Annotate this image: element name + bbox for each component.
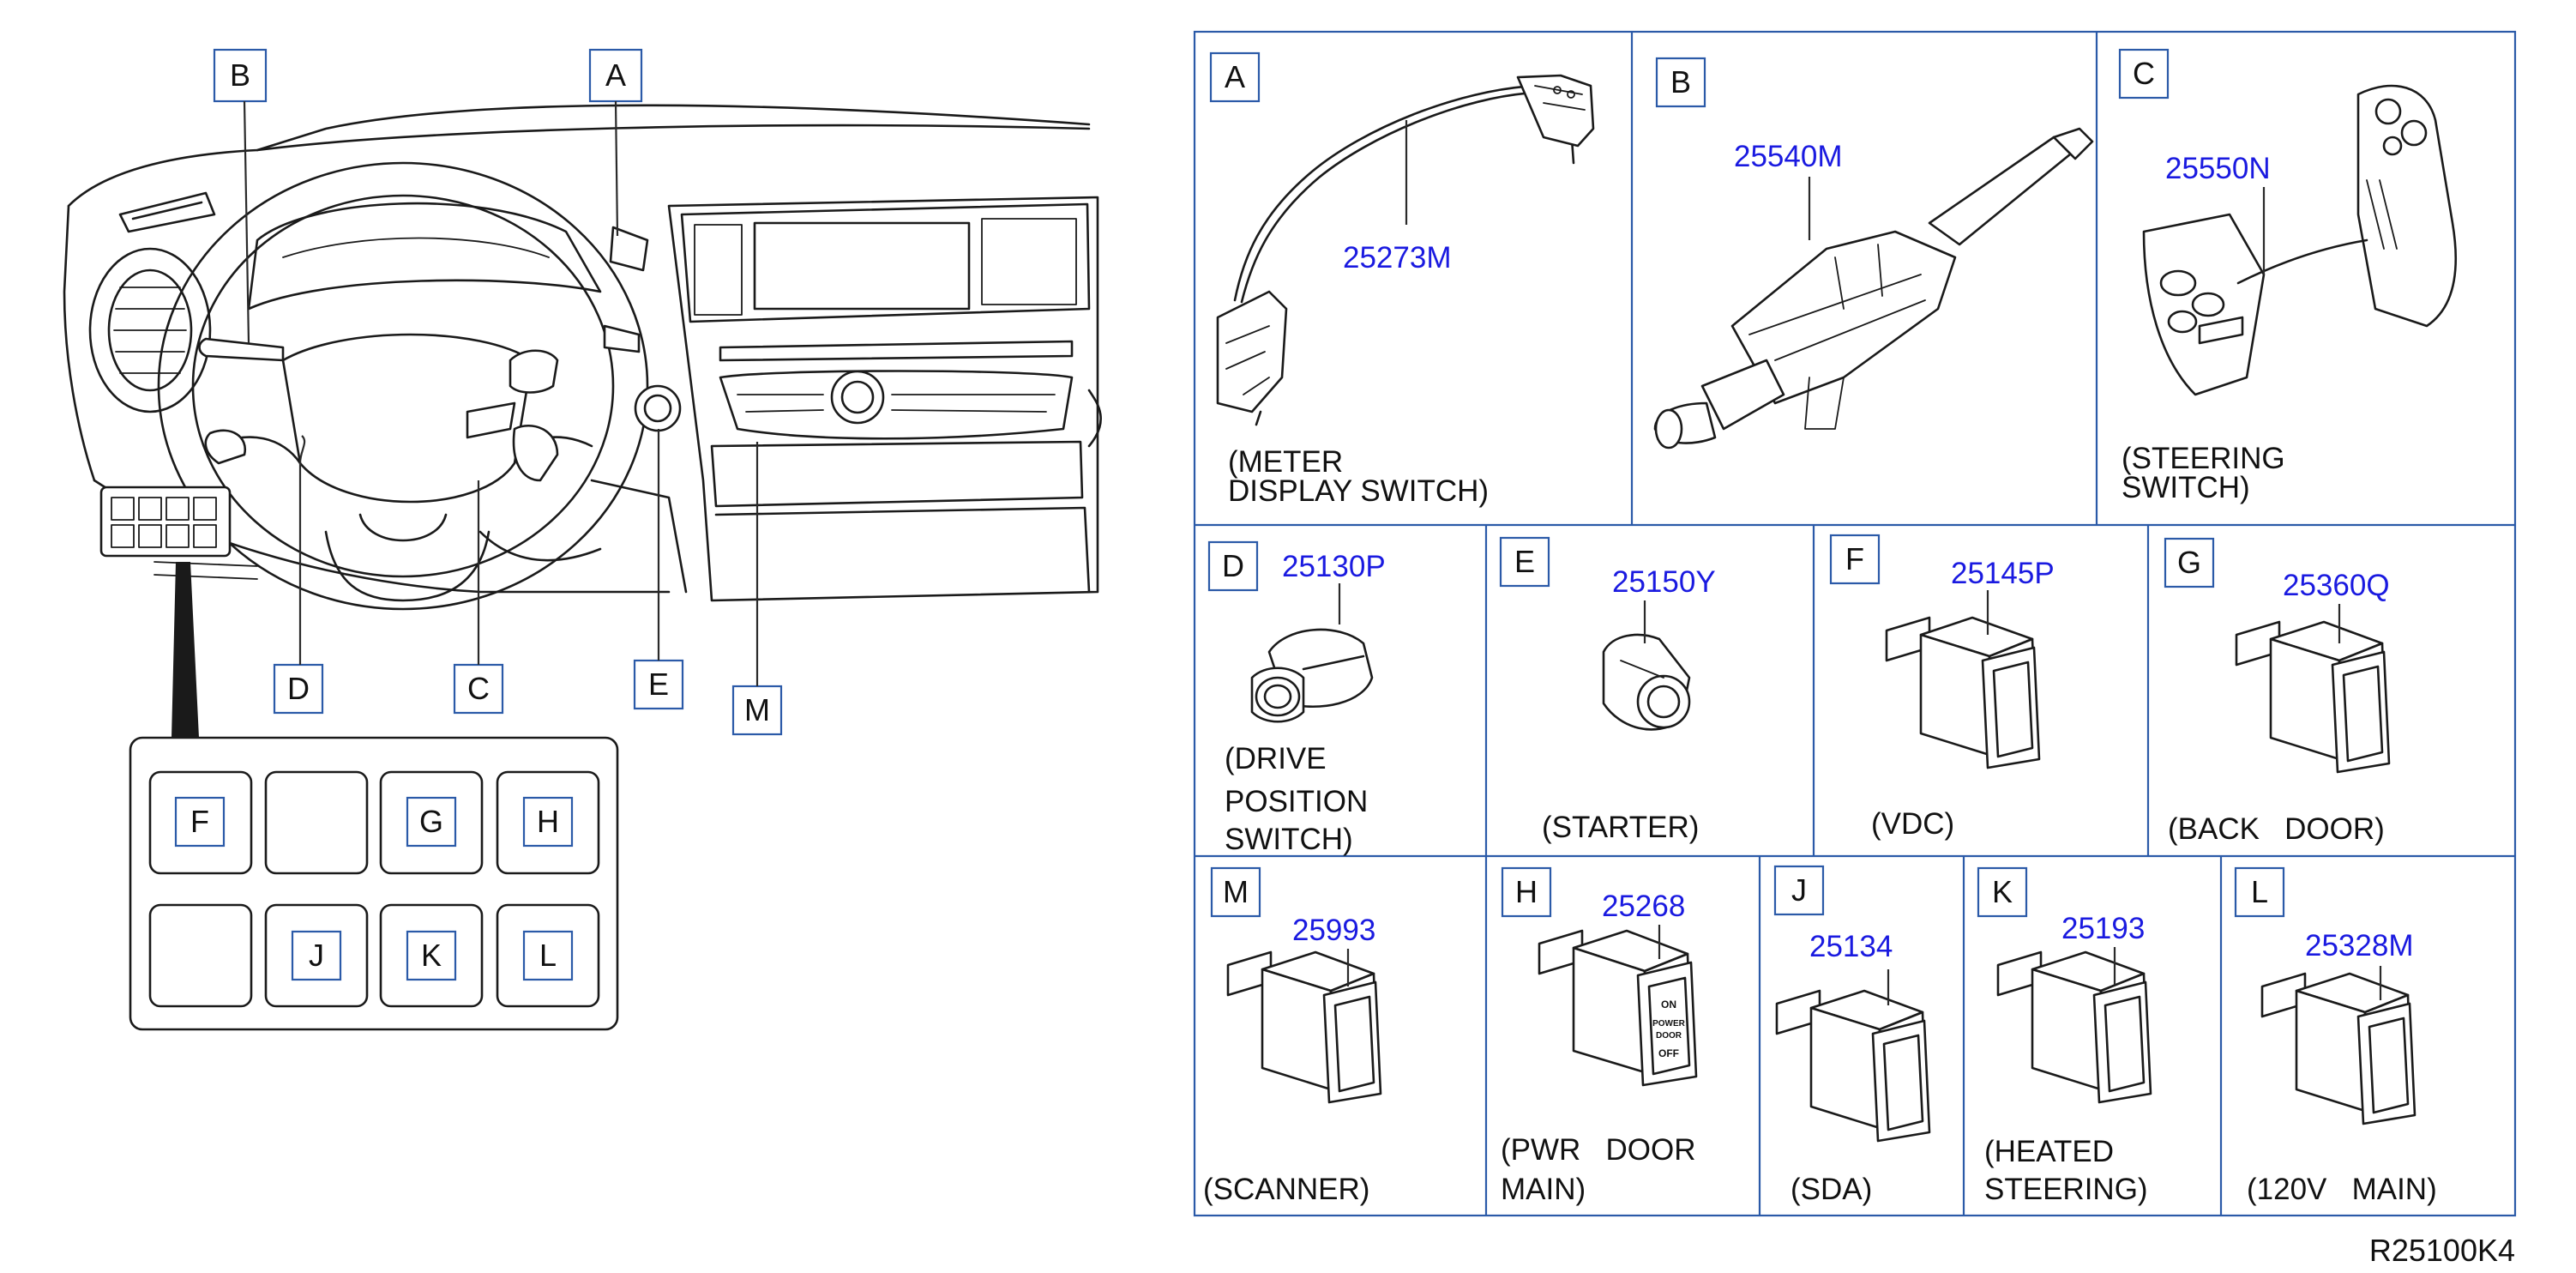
part-cell-J: J 25134 (SDA) (1773, 865, 1931, 1206)
svg-text:25134: 25134 (1809, 930, 1893, 963)
part-cell-L: L 25328M (120V MAIN) (2234, 866, 2437, 1206)
svg-text:SWITCH): SWITCH) (2122, 471, 2250, 504)
scanner-switch-drawing (1226, 950, 1382, 1104)
heated-steering-switch-drawing (1996, 950, 2152, 1104)
vdc-switch-drawing (1885, 616, 2041, 769)
part-cell-F: F 25145P (VDC) (1829, 534, 2055, 841)
svg-text:K: K (421, 938, 442, 973)
svg-text:SWITCH): SWITCH) (1225, 823, 1353, 856)
svg-text:E: E (648, 667, 669, 702)
svg-text:(HEATED: (HEATED (1984, 1135, 2114, 1168)
svg-text:(PWR DOOR: (PWR DOOR (1501, 1133, 1695, 1167)
steering-switch-drawing (2142, 84, 2458, 396)
svg-text:OFF: OFF (1658, 1047, 1679, 1059)
svg-text:(STARTER): (STARTER) (1542, 811, 1699, 844)
svg-text:M: M (1223, 874, 1249, 909)
svg-text:25550N: 25550N (2165, 152, 2271, 185)
part-cell-M: M 25993 (SCANNER) (1203, 866, 1382, 1206)
svg-text:F: F (1845, 541, 1864, 576)
dashboard-overview: B A D C E M (63, 48, 1102, 1031)
svg-text:25130P: 25130P (1282, 550, 1386, 583)
svg-text:E: E (1514, 544, 1535, 579)
svg-text:25540M: 25540M (1734, 140, 1842, 173)
svg-text:DISPLAY SWITCH): DISPLAY SWITCH) (1228, 474, 1489, 508)
svg-text:ON: ON (1661, 998, 1676, 1011)
svg-text:25360Q: 25360Q (2283, 569, 2390, 602)
svg-text:STEERING): STEERING) (1984, 1173, 2148, 1206)
part-cell-H: H ON POWER DOOR OFF 25268 (PWR DOOR MAIN… (1501, 866, 1698, 1206)
starter-button-drawing (1602, 633, 1691, 731)
part-cell-E: E 25150Y (STARTER) (1499, 536, 1716, 844)
svg-text:F: F (190, 804, 209, 839)
drawing-reference: R25100K4 (2369, 1233, 2515, 1268)
sda-switch-drawing (1775, 989, 1931, 1143)
svg-text:G: G (2177, 545, 2201, 580)
120v-main-switch-drawing (2260, 972, 2417, 1125)
callout-B: B (213, 48, 268, 344)
svg-text:B: B (1670, 64, 1691, 100)
svg-text:25268: 25268 (1602, 890, 1685, 923)
callout-D: D (273, 435, 324, 715)
svg-text:M: M (744, 692, 770, 727)
back-door-switch-drawing (2235, 620, 2391, 774)
part-cell-A: A 25273M (METER DISPLAY SWITCH) (1209, 51, 1595, 508)
part-cell-B: B 25540M (1653, 57, 2094, 449)
svg-text:(BACK DOOR): (BACK DOOR) (2168, 812, 2385, 846)
svg-text:25273M: 25273M (1343, 241, 1451, 275)
svg-text:25328M: 25328M (2305, 929, 2413, 962)
svg-text:A: A (605, 57, 626, 93)
svg-text:(DRIVE: (DRIVE (1225, 742, 1327, 775)
part-cell-G: G 25360Q (BACK DOOR) (2164, 537, 2391, 846)
svg-text:(120V MAIN): (120V MAIN) (2247, 1173, 2437, 1206)
svg-text:L: L (2251, 874, 2268, 909)
callout-A: A (588, 48, 643, 237)
svg-text:J: J (1791, 872, 1807, 908)
power-door-switch-drawing: ON POWER DOOR OFF (1538, 929, 1698, 1087)
svg-text:(METER: (METER (1228, 445, 1343, 479)
svg-text:B: B (230, 57, 250, 93)
callout-C: C (453, 480, 504, 715)
part-cell-K: K 25193 (HEATED STEERING) (1977, 866, 2152, 1206)
svg-text:D: D (1222, 548, 1244, 583)
svg-text:(SCANNER): (SCANNER) (1203, 1173, 1369, 1206)
meter-display-switch-drawing (1216, 74, 1595, 426)
callout-M: M (731, 442, 783, 736)
drive-position-switch-drawing (1250, 628, 1374, 723)
svg-text:25193: 25193 (2061, 912, 2145, 945)
svg-text:DOOR: DOOR (1656, 1031, 1682, 1041)
svg-text:D: D (287, 671, 310, 706)
svg-text:25993: 25993 (1292, 914, 1375, 947)
part-cell-D: D 25130P (DRIVE POSITION SWITCH) (1207, 540, 1386, 856)
svg-text:C: C (2133, 56, 2155, 91)
combination-switch-drawing (1653, 127, 2094, 449)
svg-text:25150Y: 25150Y (1612, 565, 1716, 599)
svg-text:G: G (419, 804, 443, 839)
part-cell-C: C 25550N (STEERING SWITCH) (2118, 48, 2458, 504)
svg-text:POSITION: POSITION (1225, 785, 1368, 818)
svg-text:C: C (467, 671, 490, 706)
svg-text:K: K (1992, 874, 2013, 909)
switch-face-label: ON POWER DOOR OFF (1652, 998, 1686, 1059)
svg-text:H: H (537, 804, 559, 839)
svg-text:MAIN): MAIN) (1501, 1173, 1586, 1206)
svg-text:L: L (539, 938, 557, 973)
switch-panel-key: F G H J K L (129, 736, 619, 1031)
callout-E: E (633, 429, 684, 710)
svg-text:25145P: 25145P (1951, 557, 2055, 590)
svg-text:(SDA): (SDA) (1791, 1173, 1872, 1206)
svg-text:(STEERING: (STEERING (2122, 442, 2285, 475)
svg-text:J: J (309, 938, 324, 973)
svg-text:H: H (1515, 874, 1538, 909)
svg-text:(VDC): (VDC) (1871, 807, 1954, 841)
svg-text:POWER: POWER (1652, 1019, 1686, 1029)
svg-text:A: A (1225, 59, 1245, 94)
parts-grid (1193, 30, 2517, 1217)
